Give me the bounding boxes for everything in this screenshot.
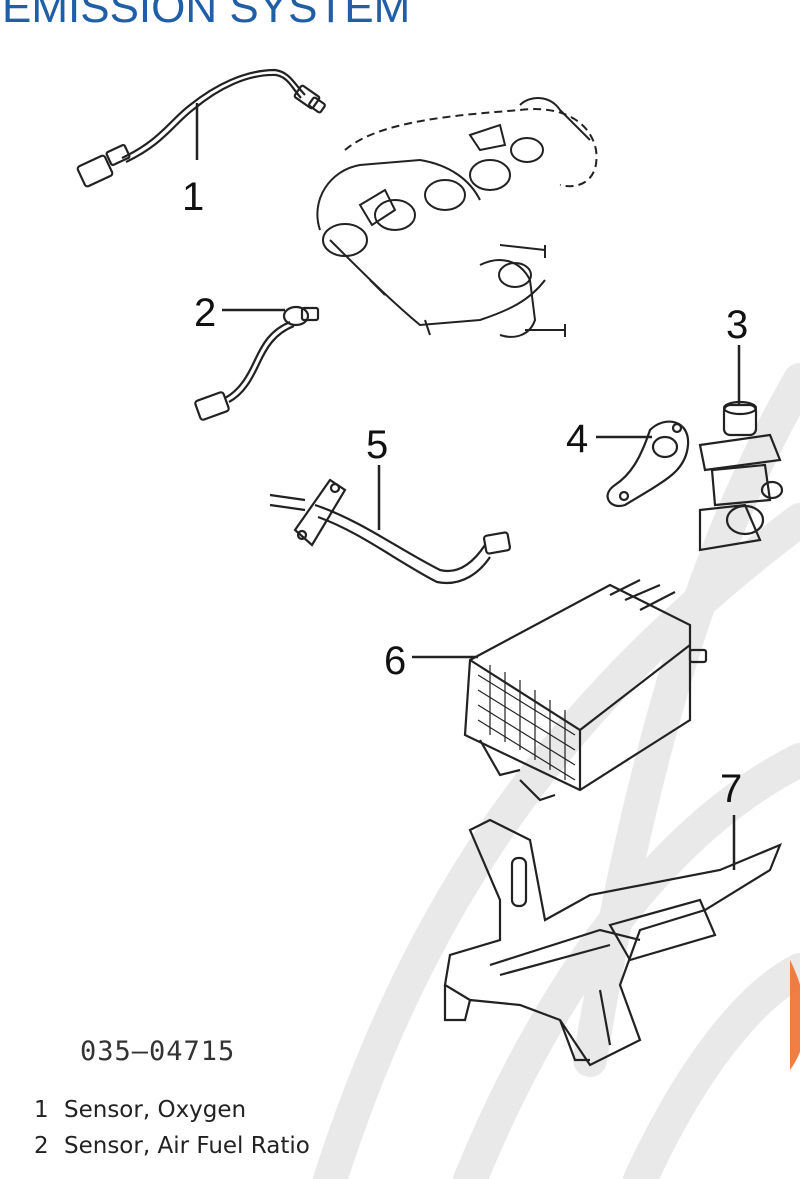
legend-item: 2 Sensor, Air Fuel Ratio xyxy=(34,1128,310,1164)
egr-pipe-drawing xyxy=(269,465,512,585)
gasket-drawing xyxy=(596,420,690,508)
callout-1: 1 xyxy=(182,175,204,219)
callout-6: 6 xyxy=(384,639,406,683)
callout-7: 7 xyxy=(720,767,742,811)
oxygen-sensor-drawing xyxy=(76,68,326,188)
air-fuel-ratio-sensor-drawing xyxy=(194,305,320,421)
callout-2: 2 xyxy=(194,291,216,335)
page-title: EMISSION SYSTEM xyxy=(2,0,411,32)
legend-label: Sensor, Air Fuel Ratio xyxy=(64,1133,310,1159)
watermark-accent xyxy=(790,960,800,1070)
callout-4: 4 xyxy=(566,417,588,461)
callout-3: 3 xyxy=(726,303,748,347)
exhaust-manifold-drawing xyxy=(316,97,598,338)
watermark-logo xyxy=(313,363,800,1179)
parts-legend: 1 Sensor, Oxygen 2 Sensor, Air Fuel Ratio xyxy=(34,1092,310,1164)
egr-valve-drawing xyxy=(698,345,784,552)
diagram-part-code: 035–04715 xyxy=(80,1036,236,1067)
canister-bracket-drawing xyxy=(443,815,782,1067)
legend-item: 1 Sensor, Oxygen xyxy=(34,1092,310,1128)
legend-label: Sensor, Oxygen xyxy=(64,1097,247,1123)
legend-number: 1 xyxy=(34,1097,49,1123)
callout-5: 5 xyxy=(366,423,388,467)
legend-number: 2 xyxy=(34,1133,49,1159)
charcoal-canister-drawing xyxy=(412,579,708,802)
